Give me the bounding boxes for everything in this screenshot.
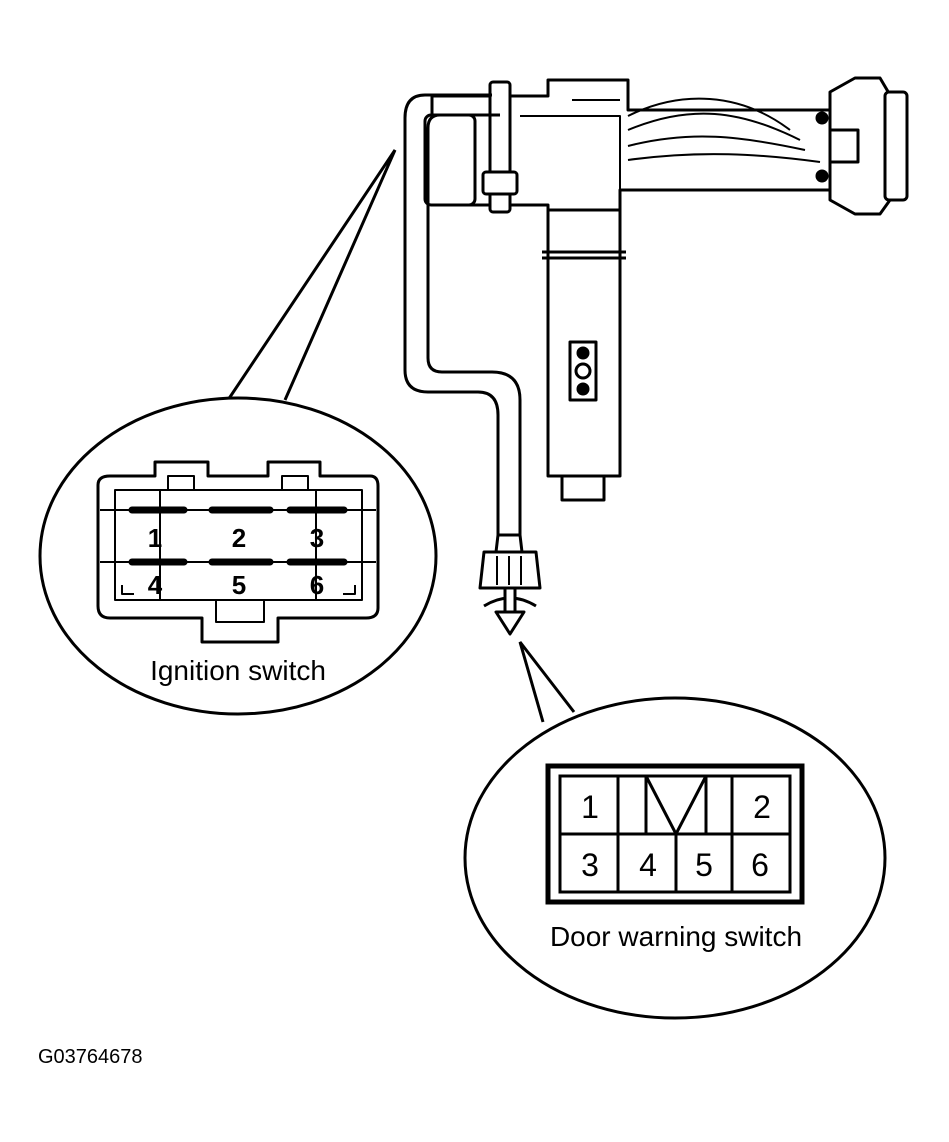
door-pin-2: 2 [753,789,771,825]
door-cell-1 [558,774,620,836]
wire-bundle-2 [627,112,801,141]
door-switch-connector [478,533,542,636]
ignition-top-cavity-left [167,475,195,491]
door-pin-1: 1 [581,789,599,825]
door-switch-cable [403,93,522,535]
door-cell-4 [616,832,678,894]
door-callout-leader [518,641,576,723]
mounting-hole-top [576,346,590,360]
lock-cylinder-left [423,113,477,207]
door-pin-3: 3 [581,847,599,883]
mounting-hole-mid [574,362,592,380]
ignition-pin-labels: 1 2 3 4 5 6 [148,523,324,600]
ignition-terminals [128,506,348,566]
door-pin-5: 5 [695,847,713,883]
mounting-hole-bottom [576,382,590,396]
ignition-pin-6: 6 [310,570,324,600]
wire-bundle-1 [627,97,791,131]
ignition-pin-1: 1 [148,523,162,553]
lock-body-tab [560,474,606,502]
ignition-pin-2: 2 [232,523,246,553]
wire-bundle-3 [627,135,806,151]
door-cell-5 [674,832,734,894]
hose-clamp-buckle [481,170,519,196]
door-pin-labels: 1 2 3 4 5 6 [581,789,771,883]
ignition-corner-right [343,585,356,595]
wire-bundle-4 [627,153,821,163]
door-cell-6 [730,832,792,894]
ignition-connector-inner [114,489,363,601]
ignition-callout-leader [226,149,397,401]
ignition-switch-title: Ignition switch [150,655,326,686]
door-cell-3 [558,832,620,894]
connector-tip [494,610,526,636]
ignition-switch-assembly [423,76,909,502]
cable-outer [403,93,500,535]
cap-clip [830,128,860,164]
connector-neck [494,533,524,554]
ignition-top-cavity-right [281,475,309,491]
ignition-pin-3: 3 [310,523,324,553]
door-pin-6: 6 [751,847,769,883]
door-switch-connector-face [545,763,805,905]
cable-inner [426,113,522,535]
lock-end-cap [828,76,892,216]
ignition-bottom-key [215,599,265,623]
ignition-pin-4: 4 [148,570,163,600]
ignition-pin-5: 5 [232,570,246,600]
connector-stem [503,586,517,614]
door-warning-switch-title: Door warning switch [550,921,802,952]
lock-end-ring [883,90,909,202]
cap-screw-bottom [815,169,829,183]
cap-screw-top [815,111,829,125]
ignition-corner-left [121,585,134,595]
figure-code: G03764678 [38,1046,143,1068]
housing-detail-1 [520,115,621,190]
door-pin-4: 4 [639,847,657,883]
